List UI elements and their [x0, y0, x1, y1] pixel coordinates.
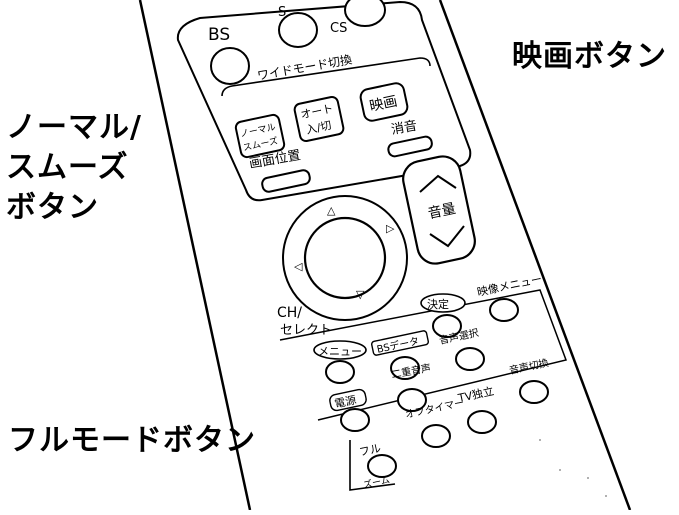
- movie-menu-label: 映像メニュー: [476, 272, 543, 298]
- cs-button[interactable]: [344, 0, 386, 27]
- menu-pill: [313, 340, 367, 360]
- bs-data-button[interactable]: [390, 356, 420, 380]
- dpad-up-icon[interactable]: △: [327, 204, 336, 217]
- audio-switch-label: 音声切換: [508, 356, 550, 377]
- power-label: 電源: [333, 392, 357, 410]
- auto-button[interactable]: [293, 95, 345, 143]
- wide-mode-bracket: [221, 57, 431, 97]
- decide-label: 決定: [427, 297, 449, 311]
- speckle-dot: [559, 469, 561, 471]
- movie-button[interactable]: [359, 82, 409, 122]
- dpad-right-icon[interactable]: ▷: [386, 222, 395, 235]
- volume-up-icon[interactable]: [419, 174, 457, 193]
- speckle-dot: [605, 495, 607, 497]
- top-panel-outline: [176, 0, 472, 202]
- auto-bottom-label: 入/切: [305, 119, 333, 137]
- bs-data-tag: [371, 330, 429, 356]
- menu-label: メニュー: [318, 345, 362, 358]
- select-label: セレクト: [280, 323, 332, 338]
- dpad-left-icon[interactable]: ◁: [294, 260, 303, 273]
- bottom-panel-outline: [279, 289, 567, 421]
- normal-smooth-button[interactable]: [234, 113, 286, 159]
- mute-label: 消音: [390, 118, 418, 138]
- speckle-dot: [539, 439, 541, 441]
- speckle-dot: [587, 477, 589, 479]
- normal-smooth-callout-line1: ノーマル/: [6, 110, 142, 145]
- audio-select-button[interactable]: [455, 347, 485, 371]
- s-label: S: [278, 5, 286, 20]
- full-mode-callout: フルモードボタン: [8, 423, 256, 458]
- normal-smooth-callout-line3: ボタン: [6, 190, 99, 225]
- menu-button[interactable]: [325, 360, 355, 384]
- normal-smooth-callout-line2: スムーズ: [6, 150, 129, 185]
- s-button[interactable]: [278, 12, 318, 48]
- movie-button-label: 映画: [368, 93, 399, 114]
- power-button[interactable]: [340, 408, 370, 432]
- wide-mode-label: ワイドモード切換: [256, 52, 353, 82]
- movie-menu-button[interactable]: [489, 298, 519, 322]
- bilingual-button[interactable]: [397, 388, 427, 412]
- dpad-down-icon[interactable]: ▽: [356, 288, 365, 301]
- tv-independent-button[interactable]: [467, 410, 497, 434]
- off-timer-button[interactable]: [421, 424, 451, 448]
- full-zoom-bracket: [349, 440, 396, 491]
- remote-body-outline: [138, 0, 252, 511]
- screen-position-button[interactable]: [261, 169, 311, 193]
- volume-label: 音量: [426, 200, 457, 222]
- volume-rocker[interactable]: [400, 153, 478, 267]
- tv-independent-label: TV独立: [456, 384, 495, 405]
- bs-button[interactable]: [210, 47, 250, 85]
- full-label: フル: [358, 442, 382, 459]
- full-button[interactable]: [367, 454, 397, 478]
- decide-pill: [420, 293, 466, 313]
- audio-switch-button[interactable]: [519, 380, 549, 404]
- ch-label: CH/: [277, 305, 302, 321]
- dpad-center[interactable]: [303, 216, 387, 300]
- cs-label: CS: [330, 21, 347, 36]
- remote-body-outline: [438, 0, 632, 511]
- movie-button-callout: 映画ボタン: [512, 39, 667, 74]
- power-tag: [329, 388, 367, 412]
- volume-down-icon[interactable]: [429, 225, 465, 248]
- bs-label: BS: [208, 25, 230, 45]
- mute-button[interactable]: [387, 135, 433, 158]
- decide-button[interactable]: [432, 314, 462, 338]
